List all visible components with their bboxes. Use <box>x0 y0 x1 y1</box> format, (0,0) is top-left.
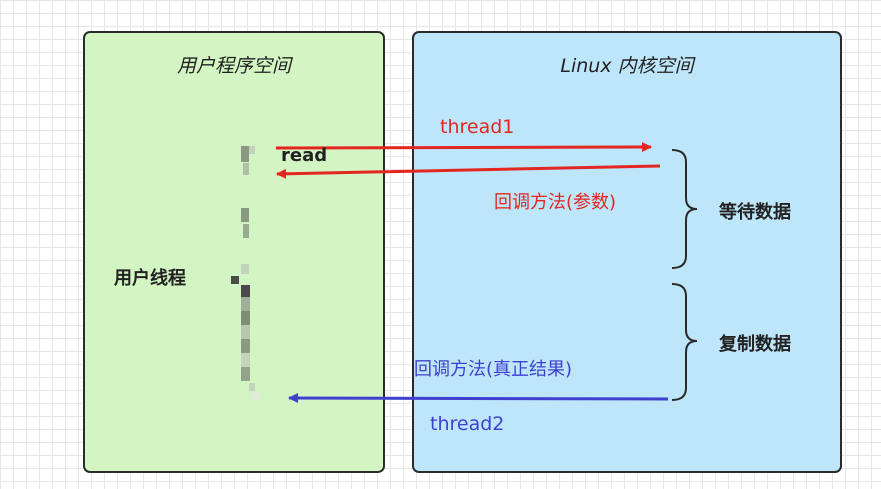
copy-phase-brace <box>671 283 698 401</box>
user-thread-timeline <box>231 146 260 401</box>
read-label: read <box>281 145 328 166</box>
user-space-title: 用户程序空间 <box>176 55 291 77</box>
copy-phase-label: 复制数据 <box>719 334 791 355</box>
thread2-label: thread2 <box>430 413 505 435</box>
callback1-return-arrow <box>276 164 661 179</box>
user-thread-label: 用户线程 <box>114 268 186 289</box>
user-space-panel: 用户程序空间 <box>83 31 385 473</box>
callback2-label: 回调方法(真正结果) <box>414 359 573 380</box>
callback2-return-arrow <box>288 393 669 404</box>
kernel-space-title: Linux 内核空间 <box>560 55 694 77</box>
thread1-label: thread1 <box>440 116 515 138</box>
wait-phase-brace <box>671 149 698 269</box>
thread1-call-arrow <box>275 142 652 153</box>
callback1-label: 回调方法(参数) <box>494 192 617 213</box>
wait-phase-label: 等待数据 <box>719 202 791 223</box>
